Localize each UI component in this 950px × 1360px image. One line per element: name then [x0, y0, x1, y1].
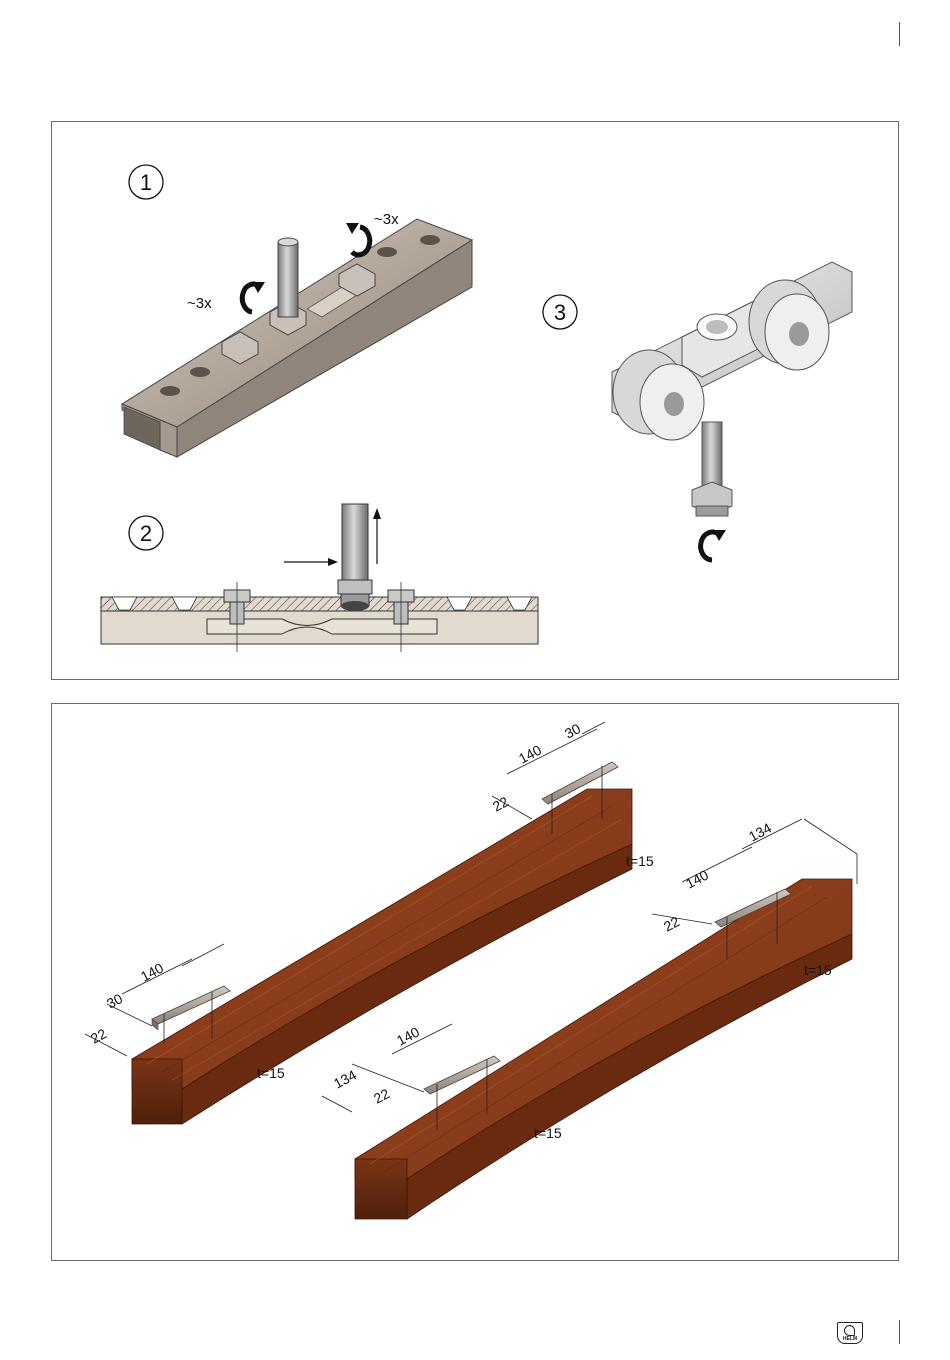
dim-right-140: 140: [683, 866, 711, 891]
dim-left-22: 22: [88, 1025, 109, 1047]
channel-plate-illustration: [122, 219, 472, 457]
page-corner-mark-top: [899, 22, 900, 46]
rotation-arrow-left: [242, 282, 265, 312]
rotation-label-left: ~3x: [187, 295, 212, 312]
dim-middle-134: 134: [331, 1066, 359, 1091]
helm-logo-mark-icon: [844, 1325, 855, 1336]
step-1-number: 1: [140, 170, 152, 195]
cross-section-illustration: [101, 504, 538, 652]
rotation-arrow-carriage: [701, 530, 726, 560]
thickness-top: t=15: [626, 853, 654, 869]
step-3-number: 3: [554, 300, 566, 325]
step-3-marker: 3: [543, 295, 577, 329]
step-1-marker: 1: [129, 165, 163, 199]
step-2-number: 2: [140, 521, 152, 546]
thickness-right: t=15: [804, 962, 832, 978]
assembly-steps-panel: 1: [51, 121, 899, 680]
dim-top-30: 30: [562, 720, 583, 742]
dim-middle-140: 140: [394, 1023, 422, 1048]
dim-left-140: 140: [138, 959, 166, 984]
dim-top-140: 140: [516, 741, 544, 766]
thickness-middle: t=15: [534, 1125, 562, 1141]
dim-right-134: 134: [746, 819, 774, 844]
rotation-label-right: ~3x: [374, 211, 399, 228]
dim-middle-22: 22: [371, 1085, 392, 1107]
step-2-marker: 2: [129, 516, 163, 550]
thickness-left: t=15: [257, 1065, 285, 1081]
page-corner-mark-bottom: [899, 1320, 900, 1344]
helm-logo: HELM: [837, 1322, 863, 1344]
rotation-arrow-right: [346, 223, 370, 255]
roller-carriage-illustration: [612, 262, 852, 516]
mounting-dimensions-drawing: 22 30 140 t=15 22 140 30 t=15 134 22 140…: [52, 704, 900, 1262]
mounting-dimensions-panel: 22 30 140 t=15 22 140 30 t=15 134 22 140…: [51, 703, 899, 1261]
assembly-steps-drawing: 1: [52, 122, 900, 681]
dim-left-30: 30: [104, 990, 125, 1012]
helm-logo-text: HELM: [838, 1336, 862, 1342]
